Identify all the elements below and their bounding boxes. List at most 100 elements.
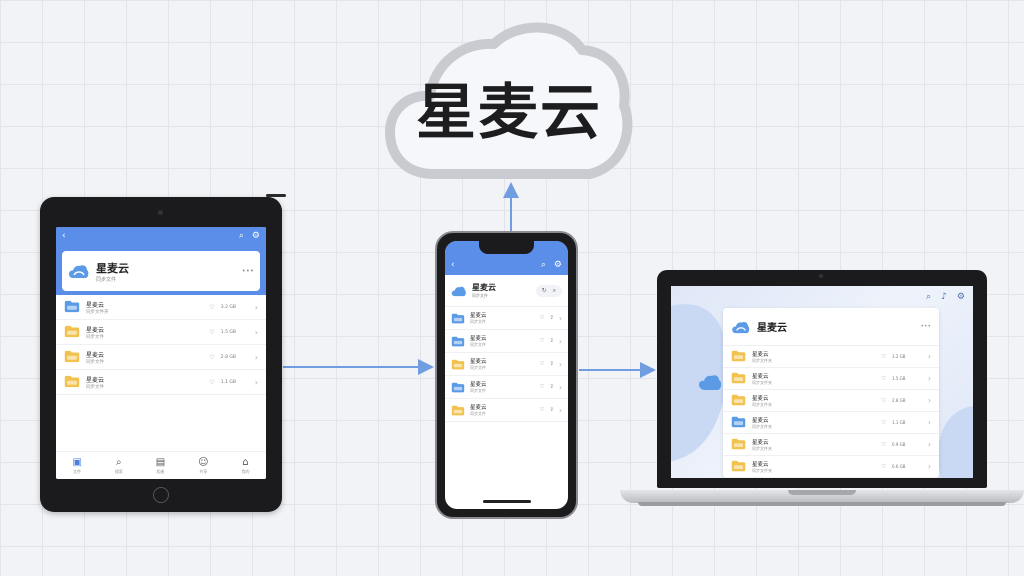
- file-row[interactable]: 星麦云同步文件♡1.1 GB›: [56, 370, 266, 395]
- file-name: 星麦云: [470, 359, 487, 365]
- file-size: 2.8 GB: [892, 398, 906, 403]
- bell-icon[interactable]: ♪: [941, 291, 947, 302]
- file-name: 星麦云: [86, 326, 105, 334]
- file-meta: 同步文件夹: [752, 467, 772, 473]
- more-icon[interactable]: •••: [920, 323, 931, 330]
- folder-icon: [731, 457, 746, 476]
- share-icon[interactable]: ⇪: [549, 338, 554, 344]
- search-icon[interactable]: ⌕: [540, 259, 546, 270]
- sync-status-icon[interactable]: ♡: [539, 361, 545, 367]
- phone-device: ‹ ⌕ ⚙ 星麦云 同步文件 ↻ ⌕ 星麦云同步文件♡⇪›星: [435, 231, 578, 519]
- file-row[interactable]: 星麦云同步文件夹♡3.2 GB›: [723, 346, 939, 368]
- laptop-file-list: 星麦云同步文件夹♡3.2 GB›星麦云同步文件夹♡1.5 GB›星麦云同步文件夹…: [723, 346, 939, 478]
- nav-item-0[interactable]: ▣文件: [72, 457, 81, 475]
- file-size: 1.5 GB: [220, 329, 236, 335]
- chevron-right-icon[interactable]: ›: [559, 313, 562, 323]
- chevron-right-icon[interactable]: ›: [254, 352, 258, 362]
- chevron-right-icon[interactable]: ›: [928, 396, 931, 405]
- nav-item-4[interactable]: ⌂我的: [241, 457, 249, 475]
- file-row[interactable]: 星麦云同步文件♡⇪›: [445, 376, 568, 399]
- tablet-home-button[interactable]: [153, 487, 169, 503]
- more-icon[interactable]: •••: [241, 267, 254, 275]
- file-meta: 同步文件夹: [752, 379, 772, 385]
- file-row[interactable]: 星麦云同步文件♡⇪›: [445, 353, 568, 376]
- file-name: 星麦云: [752, 351, 769, 358]
- file-name: 星麦云: [752, 417, 769, 424]
- chevron-right-icon[interactable]: ›: [559, 405, 562, 415]
- chevron-right-icon[interactable]: ›: [928, 440, 931, 449]
- search-icon: ⌕: [116, 456, 122, 468]
- sync-status-icon[interactable]: ♡: [539, 338, 545, 344]
- settings-icon[interactable]: ⚙: [251, 230, 260, 241]
- file-row[interactable]: 星麦云同步文件夹♡1.1 GB›: [723, 412, 939, 434]
- file-row[interactable]: 星麦云同步文件夹♡2.8 GB›: [723, 390, 939, 412]
- file-meta: 同步文件夹: [86, 309, 109, 315]
- nav-item-3[interactable]: ☺共享: [198, 457, 208, 475]
- chevron-right-icon[interactable]: ›: [559, 336, 562, 346]
- app-name: 星麦云: [96, 261, 129, 275]
- nav-label: 文件: [73, 468, 82, 474]
- file-row[interactable]: 星麦云同步文件♡⇪›: [445, 399, 568, 422]
- share-icon[interactable]: ⇪: [549, 407, 554, 413]
- sync-status-icon[interactable]: ♡: [539, 384, 545, 390]
- sync-status-icon[interactable]: ♡: [881, 353, 886, 360]
- file-meta: 同步文件夹: [752, 401, 772, 407]
- folder-icon: [451, 332, 465, 351]
- file-meta: 同步文件: [86, 334, 104, 340]
- sync-status-icon[interactable]: ♡: [881, 419, 886, 426]
- file-row[interactable]: 星麦云同步文件夹♡1.5 GB›: [723, 368, 939, 390]
- file-size: 0.6 GB: [892, 464, 906, 469]
- phone-search-pill[interactable]: ↻ ⌕: [535, 284, 562, 297]
- sync-status-icon[interactable]: ♡: [881, 397, 886, 404]
- chevron-right-icon[interactable]: ›: [559, 382, 562, 392]
- sync-status-icon[interactable]: ♡: [209, 328, 215, 336]
- sort-icon[interactable]: ↻: [541, 286, 547, 294]
- share-icon[interactable]: ⇪: [549, 315, 554, 321]
- sync-status-icon[interactable]: ♡: [881, 441, 886, 448]
- settings-icon[interactable]: ⚙: [553, 259, 562, 270]
- sync-status-icon[interactable]: ♡: [209, 378, 215, 386]
- chevron-right-icon[interactable]: ›: [254, 302, 258, 312]
- chevron-right-icon[interactable]: ›: [928, 374, 931, 383]
- file-row[interactable]: 星麦云同步文件♡2.8 GB›: [56, 345, 266, 370]
- chevron-right-icon[interactable]: ›: [254, 327, 258, 337]
- chevron-right-icon[interactable]: ›: [254, 377, 258, 387]
- back-icon[interactable]: ‹: [62, 230, 66, 241]
- file-row[interactable]: 星麦云同步文件夹♡0.9 GB›: [723, 434, 939, 456]
- search-icon[interactable]: ⌕: [926, 291, 932, 302]
- share-icon[interactable]: ⇪: [549, 361, 554, 367]
- nav-label: 我的: [241, 468, 250, 474]
- chevron-right-icon[interactable]: ›: [559, 359, 562, 369]
- sync-status-icon[interactable]: ♡: [881, 463, 886, 470]
- settings-icon[interactable]: ⚙: [956, 291, 965, 302]
- folder-icon: [451, 355, 465, 374]
- share-icon[interactable]: ⇪: [549, 384, 554, 390]
- back-icon[interactable]: ‹: [451, 259, 455, 270]
- tablet-file-list: 星麦云同步文件夹♡3.2 GB›星麦云同步文件♡1.5 GB›星麦云同步文件♡2…: [56, 295, 266, 395]
- file-row[interactable]: 星麦云同步文件 ♡ 1.5 GB ›: [56, 320, 266, 345]
- sync-status-icon[interactable]: ♡: [881, 375, 886, 382]
- laptop-screen: ⌕ ♪ ⚙ 星麦云 ••• 星麦云同步文件夹♡3.2 GB› 星麦云同步文件夹♡1…: [671, 286, 973, 478]
- file-row[interactable]: 星麦云同步文件♡⇪›: [445, 307, 568, 330]
- nav-item-2[interactable]: ▤相册: [156, 457, 165, 475]
- brand-title: 星麦云: [416, 78, 602, 148]
- sync-status-icon[interactable]: ♡: [209, 303, 215, 311]
- search-icon[interactable]: ⌕: [552, 286, 556, 294]
- chevron-right-icon[interactable]: ›: [928, 352, 931, 361]
- cloud-icon: [451, 285, 467, 297]
- sync-status-icon[interactable]: ♡: [539, 315, 545, 321]
- chevron-right-icon[interactable]: ›: [928, 418, 931, 427]
- phone-notch: [479, 241, 534, 254]
- file-row[interactable]: 星麦云同步文件夹♡3.2 GB›: [56, 295, 266, 320]
- chevron-right-icon[interactable]: ›: [928, 462, 931, 471]
- search-icon[interactable]: ⌕: [238, 230, 244, 241]
- file-name: 星麦云: [470, 382, 487, 388]
- sync-status-icon[interactable]: ♡: [539, 407, 545, 413]
- file-name: 星麦云: [752, 439, 769, 446]
- nav-item-1[interactable]: ⌕搜索: [115, 457, 123, 475]
- file-row[interactable]: 星麦云同步文件♡⇪›: [445, 330, 568, 353]
- file-row[interactable]: 星麦云同步文件夹♡0.6 GB›: [723, 456, 939, 478]
- sync-status-icon[interactable]: ♡: [209, 353, 215, 361]
- tablet-app-card: 星麦云 同步文件 •••: [62, 251, 260, 291]
- laptop-foot: [638, 502, 1006, 506]
